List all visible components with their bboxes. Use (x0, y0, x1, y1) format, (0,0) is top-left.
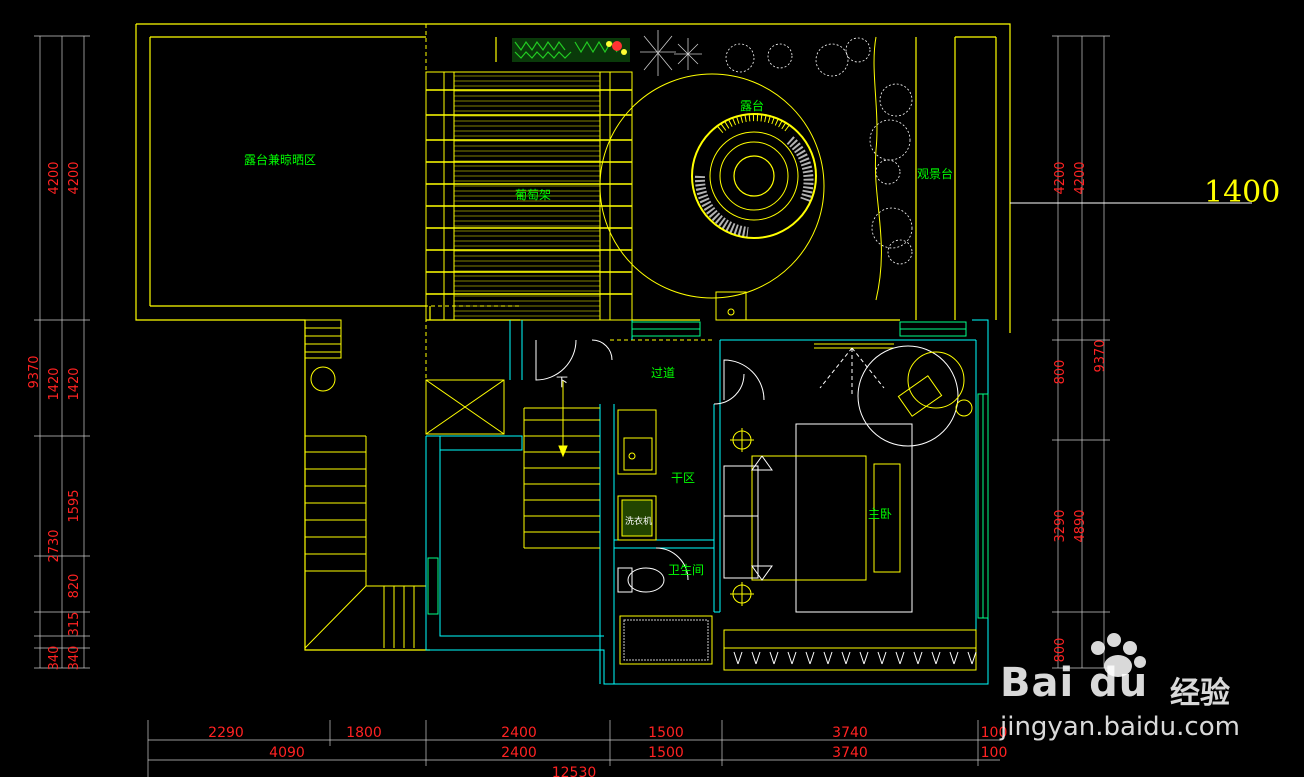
label-viewing-deck: 观景台 (917, 166, 953, 181)
watermark-cn: 经验 (1170, 676, 1230, 711)
dim-right-a-0: 4200 (1053, 161, 1068, 194)
label-down: 下 (556, 375, 568, 389)
central-stairs (523, 339, 613, 549)
paw-icon (1091, 633, 1146, 677)
dim-bottom-1-1: 1800 (346, 725, 382, 741)
label-corridor: 过道 (651, 366, 675, 380)
dim-left-b-2: 1595 (67, 489, 82, 522)
callout-1400: 1400 (1204, 175, 1280, 210)
dim-bottom-1-0: 2290 (208, 725, 244, 741)
label-bathroom: 卫生间 (668, 563, 704, 577)
dim-right-b-1: 9370 (1093, 339, 1108, 372)
label-terrace-drying: 露台兼晾晒区 (244, 152, 316, 167)
dim-left-total: 9370 (27, 355, 42, 388)
dim-left-b-1: 1420 (67, 367, 82, 400)
dim-bottom-2-2: 1500 (648, 745, 684, 761)
dim-bottom-1-2: 2400 (501, 725, 537, 741)
label-washer: 洗衣机 (625, 515, 652, 527)
dry-zone-fixtures (617, 359, 765, 581)
dim-left-b-6: 340 (67, 646, 82, 671)
dim-bottom-2-1: 2400 (501, 745, 537, 761)
dim-bottom-1-3: 1500 (648, 725, 684, 741)
label-terrace: 露台 (740, 98, 764, 113)
label-pergola: 葡萄架 (515, 188, 551, 202)
label-master-bedroom: 主卧 (868, 507, 892, 521)
dim-left-a-0: 4200 (47, 161, 62, 194)
dim-left-b-4: 315 (67, 612, 82, 637)
dim-right-a-1: 800 (1053, 360, 1068, 385)
dim-bottom-2-4: 100 (981, 745, 1008, 761)
left-dimensions: 9370 4200 1420 2730 4200 1420 1595 820 3… (27, 161, 82, 670)
dim-right-b-2: 4890 (1073, 509, 1088, 542)
right-dimensions: 4200 800 3290 800 4200 9370 4890 (1053, 161, 1108, 662)
dim-left-a-2: 2730 (47, 529, 62, 562)
bedroom-furniture (723, 343, 977, 671)
interior-walls (425, 319, 989, 685)
round-terrace (599, 73, 825, 321)
pergola (425, 71, 633, 321)
dim-left-b-0: 4200 (67, 161, 82, 194)
dim-left-a-1: 1420 (47, 367, 62, 400)
dim-left-b-5: 340 (47, 646, 62, 671)
left-stairs (304, 319, 505, 649)
dim-bottom-2-3: 3740 (832, 745, 868, 761)
watermark-url: jingyan.baidu.com (1000, 712, 1240, 742)
dim-right-b-0: 4200 (1073, 161, 1088, 194)
dim-left-b-3: 820 (67, 574, 82, 599)
room-labels: 露台兼晾晒区 葡萄架 露台 观景台 过道 下 干区 卫生间 主卧 洗衣机 (244, 98, 953, 577)
label-dry-zone: 干区 (671, 471, 695, 485)
watermark-logo: Bai du (1000, 660, 1149, 706)
dim-bottom-total: 12530 (552, 765, 597, 777)
dim-right-a-3: 800 (1053, 638, 1068, 663)
bottom-dimensions: 2290 1800 2400 1500 3740 100 4090 2400 1… (208, 725, 1007, 777)
dim-bottom-2-0: 4090 (269, 745, 305, 761)
plants (512, 30, 913, 265)
bathroom-fixtures (617, 567, 713, 665)
dimension-lines (34, 35, 1110, 777)
dim-bottom-1-4: 3740 (832, 725, 868, 741)
dim-right-a-2: 3290 (1053, 509, 1068, 542)
dim-bottom-1-5: 100 (981, 725, 1008, 741)
viewing-deck-edge (873, 36, 882, 301)
